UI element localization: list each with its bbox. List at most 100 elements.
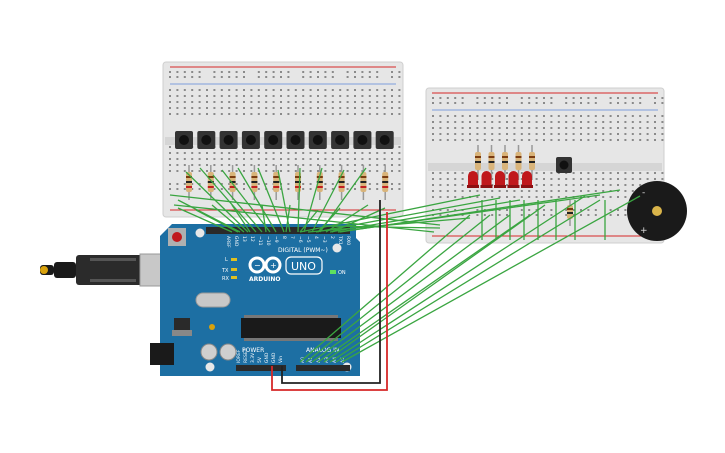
red-led: [481, 171, 492, 186]
breadboard-hole: [235, 76, 238, 78]
breadboard-hole: [235, 71, 238, 73]
breadboard-hole: [513, 196, 516, 198]
digital-pin-label: AREF: [225, 236, 231, 248]
breadboard-hole: [257, 95, 260, 97]
breadboard-hole: [557, 184, 560, 186]
breadboard-hole: [317, 113, 319, 115]
breadboard-hole: [346, 113, 349, 115]
breadboard-hole: [454, 97, 457, 99]
breadboard-hole: [339, 107, 342, 109]
breadboard-hole: [617, 127, 619, 129]
breadboard-hole: [631, 172, 634, 174]
power-header-label: POWER: [242, 347, 264, 354]
breadboard-hole: [317, 152, 319, 154]
breadboard-hole: [594, 121, 597, 123]
breadboard-hole: [176, 113, 179, 115]
breadboard-hole: [324, 89, 327, 91]
breadboard-hole: [550, 172, 553, 174]
breadboard-hole: [294, 95, 297, 97]
breadboard-hole: [257, 188, 260, 190]
pushbutton-cap: [379, 135, 390, 145]
green-wire: [237, 167, 277, 233]
breadboard-hole: [317, 101, 319, 103]
breadboard-hole: [639, 127, 642, 129]
breadboard-hole: [594, 115, 597, 117]
breadboard-hole: [565, 196, 568, 198]
breadboard-hole: [191, 152, 194, 154]
breadboard-hole: [198, 76, 201, 78]
breadboard-hole: [220, 164, 223, 166]
breadboard-hole: [520, 115, 523, 117]
breadboard-hole: [191, 164, 194, 166]
breadboard-hole: [446, 97, 449, 99]
breadboard-hole: [191, 101, 194, 103]
breadboard-hole: [624, 209, 627, 211]
breadboard-hole: [446, 139, 449, 141]
analog-pin-label: A1: [308, 357, 314, 363]
breadboard-hole: [580, 214, 582, 216]
breadboard-hole: [391, 107, 393, 109]
breadboard-hole: [609, 102, 612, 104]
breadboard-hole: [243, 170, 245, 172]
breadboard-hole: [624, 115, 627, 117]
breadboard-hole: [646, 133, 649, 135]
breadboard-hole: [661, 121, 664, 123]
breadboard-hole: [639, 139, 642, 141]
power-pin-label: RESET: [243, 348, 249, 363]
breadboard-hole: [535, 102, 538, 104]
breadboard-hole: [654, 139, 656, 141]
breadboard-hole: [331, 158, 334, 160]
breadboard-hole: [235, 101, 238, 103]
breadboard-hole: [580, 139, 582, 141]
breadboard-hole: [432, 178, 434, 180]
breadboard-hole: [280, 76, 282, 78]
breadboard-hole: [280, 113, 282, 115]
green-wire: [173, 204, 435, 233]
breadboard-hole: [654, 97, 656, 99]
breadboard-hole: [483, 121, 486, 123]
breadboard-hole: [257, 71, 260, 73]
green-wire: [329, 195, 586, 363]
breadboard-hole: [391, 164, 393, 166]
breadboard-hole: [469, 139, 471, 141]
breadboard-hole: [235, 152, 238, 154]
breadboard-hole: [572, 97, 575, 99]
breadboard-hole: [580, 178, 582, 180]
breadboard-hole: [624, 214, 627, 216]
resistor-band: [360, 186, 367, 188]
breadboard-hole: [354, 95, 356, 97]
breadboard-hole: [661, 115, 664, 117]
breadboard-hole: [169, 152, 171, 154]
green-wire: [341, 195, 641, 363]
breadboard-hole: [169, 107, 171, 109]
breadboard-hole: [287, 164, 290, 166]
breadboard-hole: [228, 89, 231, 91]
breadboard-hole: [631, 133, 634, 135]
breadboard-hole: [294, 170, 297, 172]
pushbutton-cap: [335, 135, 346, 145]
breadboard-hole: [206, 170, 208, 172]
pushbutton-cap: [268, 135, 279, 145]
breadboard-hole: [331, 183, 334, 185]
breadboard-hole: [624, 127, 627, 129]
breadboard-hole: [361, 170, 364, 172]
breadboard-hole: [169, 89, 171, 91]
breadboard-hole: [550, 214, 553, 216]
breadboard-hole: [287, 188, 290, 190]
breadboard-hole: [339, 113, 342, 115]
breadboard-hole: [461, 139, 464, 141]
breadboard-hole: [243, 107, 245, 109]
breadboard-hole: [483, 97, 486, 99]
breadboard-hole: [624, 133, 627, 135]
breadboard-hole: [543, 214, 545, 216]
breadboard-hole: [580, 133, 582, 135]
breadboard-hole: [183, 188, 186, 190]
breadboard-hole: [206, 101, 208, 103]
breadboard-hole: [446, 178, 449, 180]
power-pin-label: IOREF: [236, 349, 242, 363]
breadboard-hole: [213, 164, 216, 166]
red-led: [495, 171, 505, 186]
breadboard-hole: [398, 183, 401, 185]
breadboard-hole: [243, 188, 245, 190]
breadboard-hole: [339, 152, 342, 154]
